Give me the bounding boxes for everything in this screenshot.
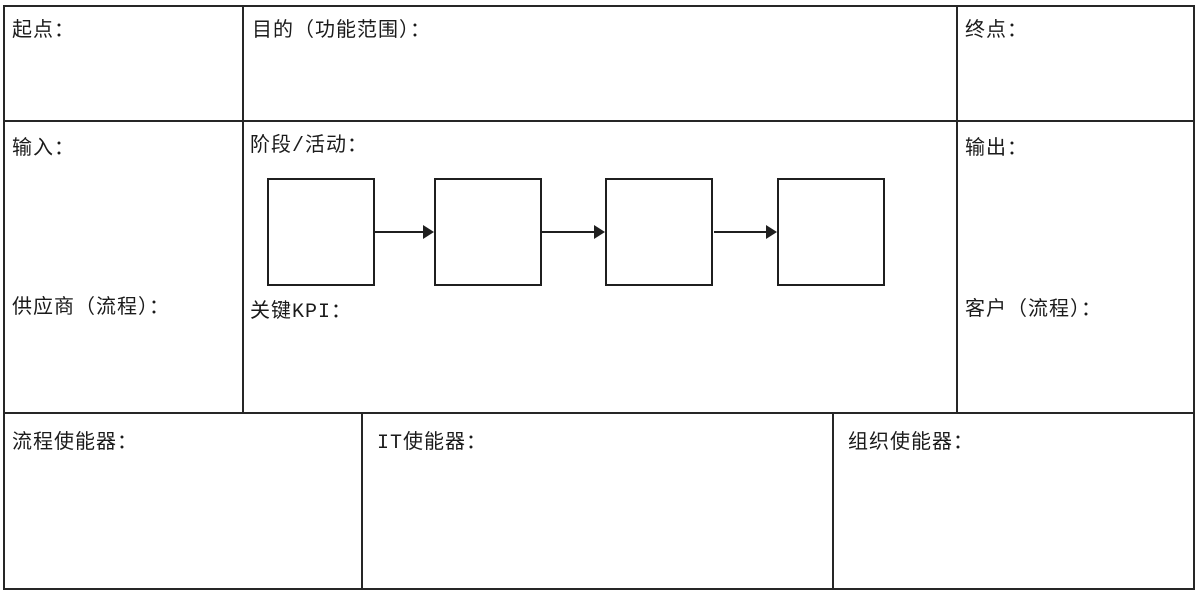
- row-divider-bottom: [3, 412, 1195, 414]
- org-enabler-label: 组织使能器：: [848, 432, 974, 455]
- purpose-scope-label: 目的（功能范围）：: [252, 20, 431, 43]
- start-point-label: 起点：: [12, 20, 75, 43]
- output-label: 输出：: [965, 138, 1028, 161]
- enabler-divider-left: [361, 413, 363, 590]
- column-divider-left: [242, 5, 244, 414]
- it-enabler-label: IT使能器：: [377, 432, 488, 455]
- stage-box-1: [267, 178, 375, 286]
- arrow-head-icon: [594, 225, 605, 239]
- enabler-divider-right: [832, 413, 834, 590]
- key-kpi-label: 关键KPI：: [250, 301, 353, 324]
- arrow-line-3: [714, 231, 766, 233]
- arrow-head-icon: [423, 225, 434, 239]
- stages-activities-label: 阶段/活动：: [250, 135, 369, 158]
- arrow-line-1: [375, 231, 423, 233]
- row-divider-top: [3, 120, 1195, 122]
- stage-box-3: [605, 178, 713, 286]
- arrow-head-icon: [766, 225, 777, 239]
- end-point-label: 终点：: [965, 20, 1028, 43]
- supplier-process-label: 供应商（流程）：: [12, 297, 170, 320]
- table-outer-border: [3, 5, 1195, 590]
- input-label: 输入：: [12, 138, 75, 161]
- stage-box-4: [777, 178, 885, 286]
- column-divider-right: [956, 5, 958, 414]
- stage-box-2: [434, 178, 542, 286]
- process-enabler-label: 流程使能器：: [12, 432, 138, 455]
- customer-process-label: 客户（流程）：: [965, 299, 1102, 322]
- arrow-line-2: [542, 231, 594, 233]
